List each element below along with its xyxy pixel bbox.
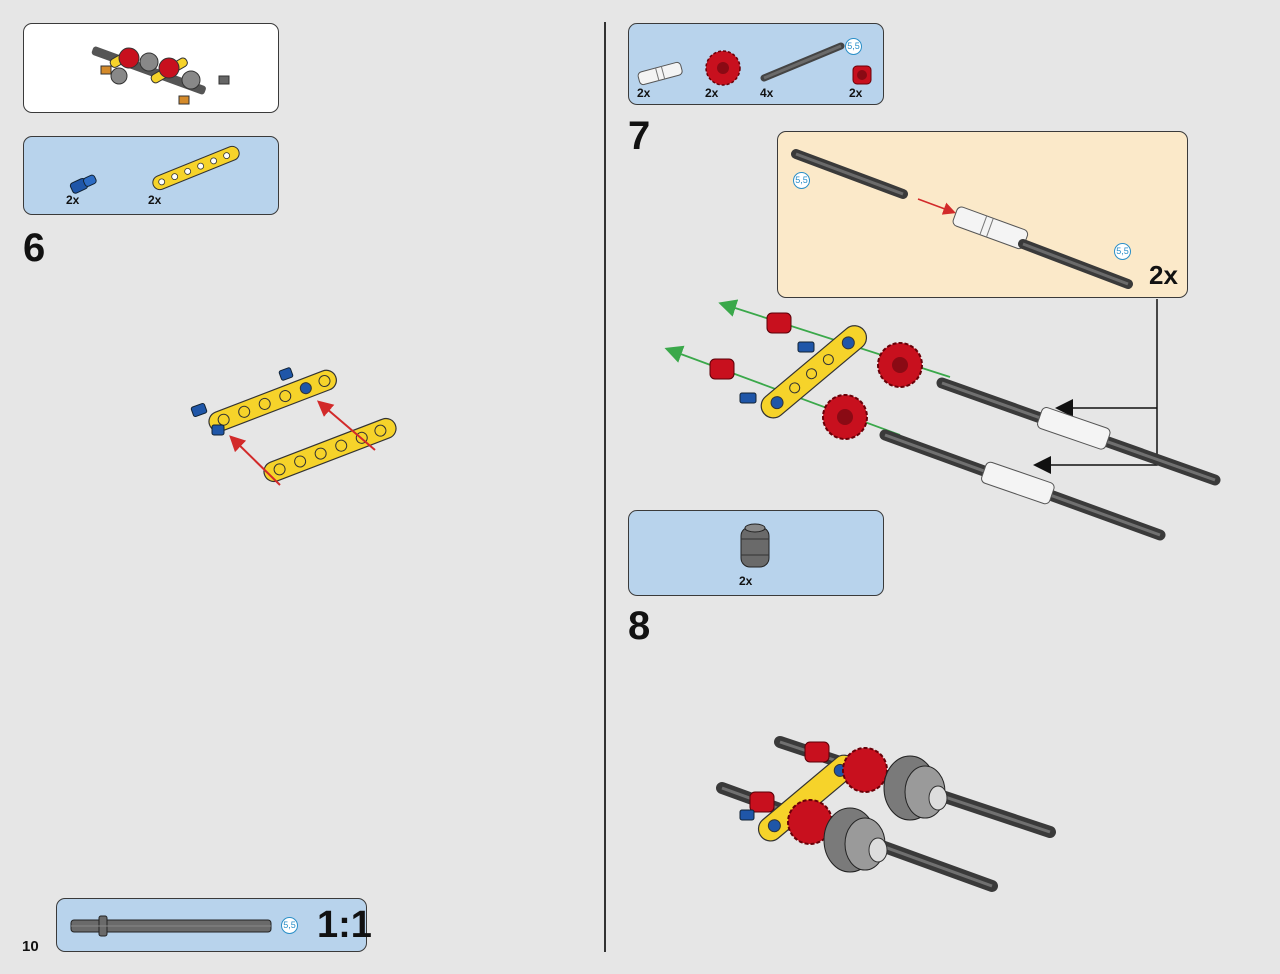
axle-icon xyxy=(760,42,845,82)
gear-qty: 2x xyxy=(705,86,719,100)
subassembly-illustration xyxy=(791,149,1133,289)
step-number-6: 6 xyxy=(23,226,46,270)
white-connector-icon xyxy=(637,61,683,86)
subassembly-length-right: 5,5 xyxy=(1114,243,1131,260)
subassembly-length-left: 5,5 xyxy=(793,172,810,189)
connector-qty: 2x xyxy=(637,86,651,100)
red-bush-icon xyxy=(852,65,872,85)
red-gear-icon xyxy=(705,50,741,86)
parts-list-step-7: 2x 2x 5,5 4x 2x xyxy=(628,23,884,105)
step-7-illustration xyxy=(664,299,1221,541)
tyre-qty: 2x xyxy=(739,574,753,588)
yellow-beam-qty: 2x xyxy=(148,193,162,207)
blue-pin-qty: 2x xyxy=(66,193,80,207)
scale-reference-panel: 5,5 1:1 xyxy=(56,898,372,952)
previous-result-panel xyxy=(23,23,279,113)
page-divider xyxy=(604,22,606,952)
scale-ratio-label: 1:1 xyxy=(317,904,372,946)
axle-length-badge: 5,5 xyxy=(845,38,862,55)
subassembly-multiplier: 2x xyxy=(1149,260,1178,290)
scale-length-badge: 5,5 xyxy=(281,917,298,934)
gray-tyre-icon xyxy=(740,523,770,568)
step-8-illustration xyxy=(716,736,1056,892)
bush-qty: 2x xyxy=(849,86,863,100)
step-6-illustration xyxy=(190,367,397,486)
subassembly-callout: 5,5 5,5 2x xyxy=(777,131,1188,298)
parts-list-step-6: 2x 2x xyxy=(23,136,279,215)
parts-list-step-8: 2x xyxy=(628,510,884,596)
axle-scale-icon xyxy=(70,915,272,937)
axle-qty: 4x xyxy=(760,86,774,100)
yellow-beam-icon xyxy=(152,145,240,191)
page-number: 10 xyxy=(22,938,39,955)
step-number-8: 8 xyxy=(628,604,651,648)
previous-assembly-illustration xyxy=(91,46,230,105)
step-number-7: 7 xyxy=(628,114,651,158)
blue-pin-icon xyxy=(69,174,97,194)
